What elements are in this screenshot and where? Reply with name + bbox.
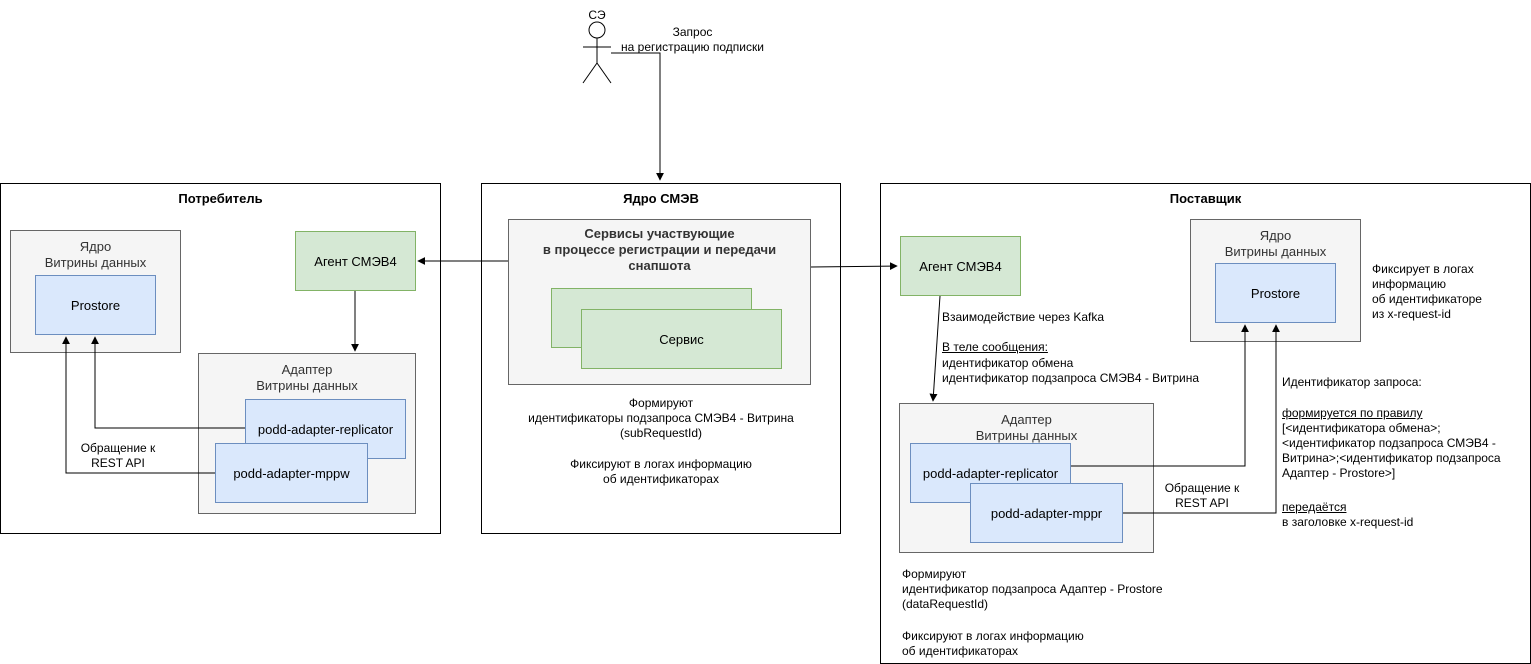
actor-name: СЭ (588, 8, 606, 22)
rule-heading: формируется по правилу (1282, 406, 1423, 420)
provider-note-ids: Формируют идентификатор подзапроса Адапт… (902, 567, 1163, 611)
edge-actor-to-smev (611, 52, 664, 181)
provider-mppr: podd-adapter-mppr (970, 483, 1123, 543)
smev-note-logs: Фиксируют в логах информацию об идентифи… (570, 457, 752, 486)
provider-core-note: Фиксирует в логах информацию об идентифи… (1372, 262, 1482, 321)
provider-adapter-title: Адаптер Витрины данных (975, 412, 1078, 443)
provider-agent: Агент СМЭВ4 (900, 236, 1021, 296)
body-items: идентификатор обмена идентификатор подза… (942, 356, 1200, 385)
provider-prostore: Prostore (1215, 263, 1336, 323)
smev-note-ids: Формируют идентификаторы подзапроса СМЭВ… (528, 396, 794, 440)
request-id-title: Идентификатор запроса: (1282, 375, 1422, 389)
provider-title: Поставщик (1169, 191, 1242, 206)
consumer-mppw: podd-adapter-mppw (215, 443, 368, 503)
consumer-prostore: Prostore (35, 275, 156, 335)
actor-leg-right (596, 62, 612, 84)
passed-text: в заголовке x-request-id (1282, 515, 1414, 529)
smev-service: Сервис (581, 309, 782, 369)
actor-request-label: Запрос на регистрацию подписки (621, 25, 764, 54)
provider-core-title: Ядро Витрины данных (1224, 228, 1327, 259)
smev-services-title: Сервисы участвующие в процессе регистрац… (542, 226, 777, 273)
consumer-core-title: Ядро Витрины данных (44, 239, 147, 270)
body-heading: В теле сообщения: (942, 340, 1048, 354)
consumer-title: Потребитель (178, 191, 263, 206)
provider-note-logs: Фиксируют в логах информацию об идентифи… (902, 629, 1084, 658)
consumer-rest-label: Обращение к REST API (80, 441, 156, 470)
consumer-agent: Агент СМЭВ4 (295, 231, 416, 291)
kafka-label: Взаимодействие через Kafka (942, 310, 1105, 324)
actor-head (588, 21, 606, 39)
passed-heading: передаётся (1282, 500, 1347, 514)
provider-rest-label: Обращение к REST API (1164, 481, 1240, 510)
rule-text: [<идентификатора обмена>; <идентификатор… (1282, 421, 1501, 480)
smev-core-title: Ядро СМЭВ (623, 191, 699, 206)
consumer-adapter-title: Адаптер Витрины данных (256, 362, 358, 393)
actor-leg-left (582, 62, 598, 84)
actor-figure (582, 21, 612, 84)
